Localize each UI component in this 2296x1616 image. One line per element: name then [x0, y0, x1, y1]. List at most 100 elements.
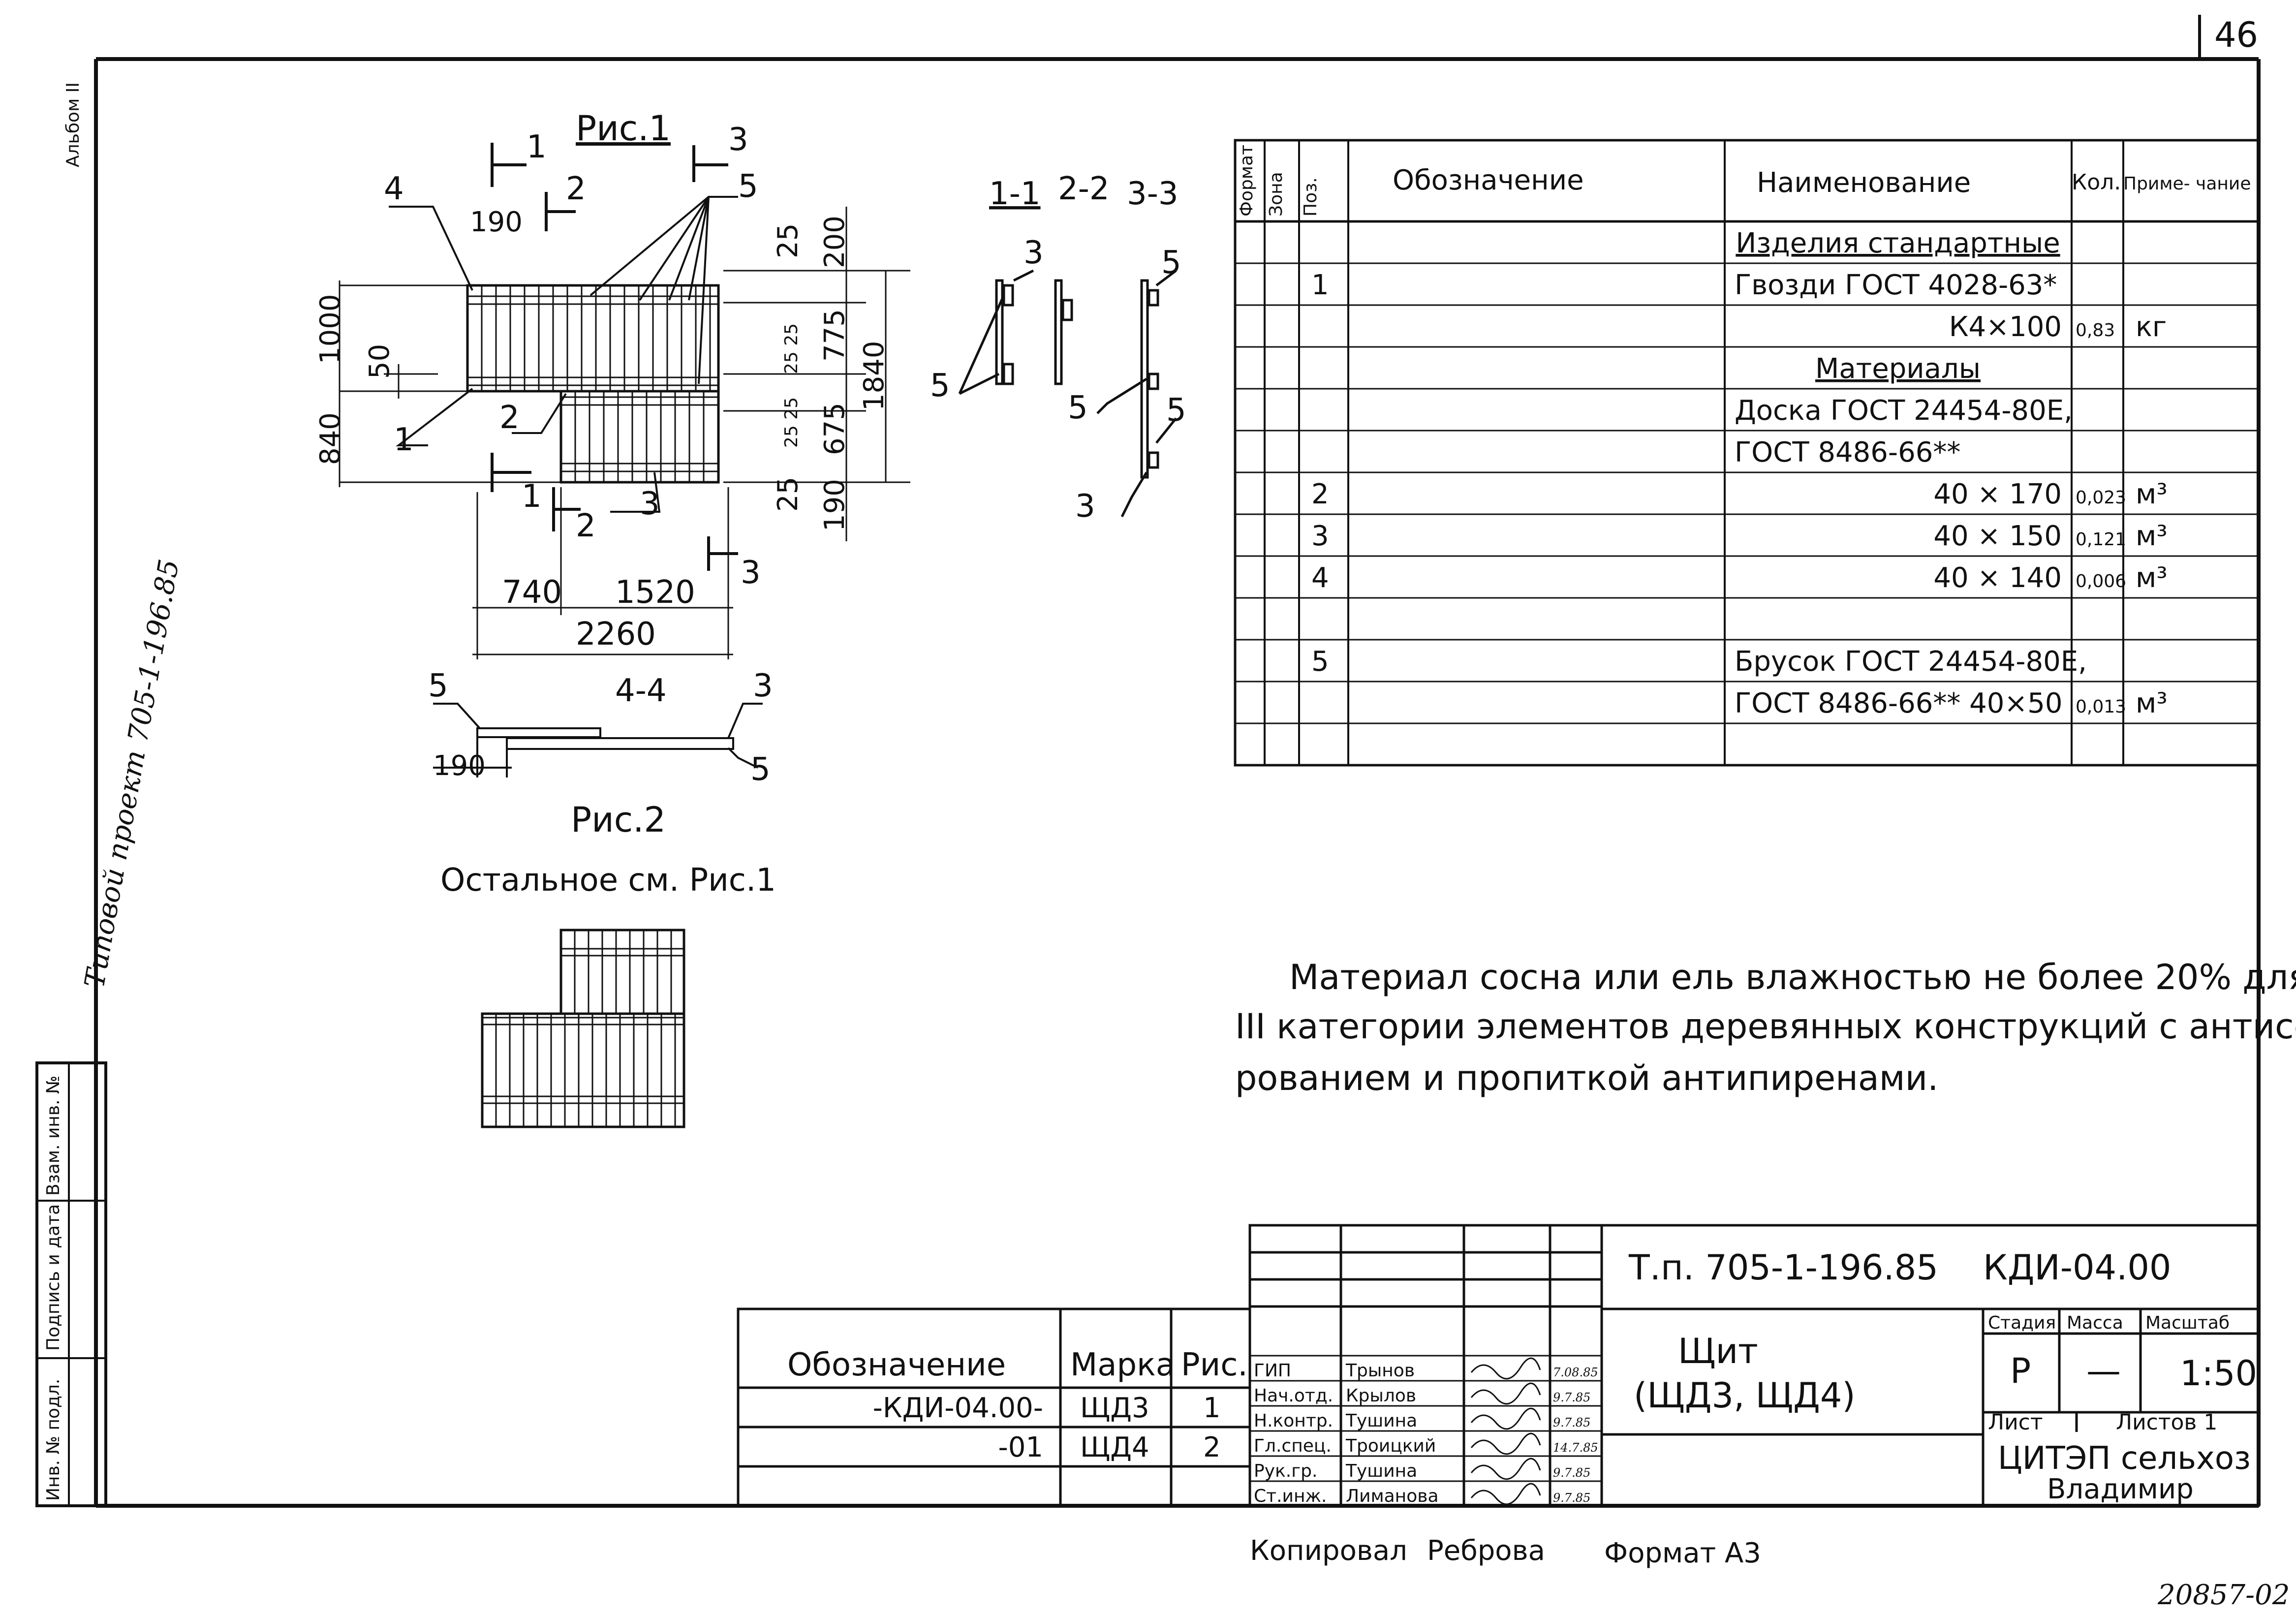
sec44-callout-5b: 5	[750, 751, 771, 788]
footer-code: 20857-02	[2157, 1579, 2290, 1611]
sec-callout-5d: 5	[1166, 392, 1186, 429]
tb-mass-label: Масса	[2067, 1313, 2123, 1333]
sig-name: Тушина	[1345, 1411, 1417, 1431]
callout-pos3: 3	[640, 486, 660, 522]
signature-scribble	[1470, 1458, 1541, 1480]
dim-2525-a: 25 25	[781, 323, 802, 374]
fig1-dimension-lines	[339, 207, 910, 659]
sections-drawing: 1-1 2-2 3-3 3 5 5 5 5 3	[930, 171, 1186, 525]
sec-callout-3b: 3	[1075, 488, 1095, 525]
spec-header-zone: Зона	[1266, 172, 1286, 217]
dim-25-b: 25	[772, 477, 804, 512]
spec-row: Изделия стандартные	[1736, 227, 2060, 259]
tb-mass: —	[2086, 1351, 2121, 1391]
material-note: Материал сосна или ель влажностью не бол…	[1235, 957, 2296, 1098]
copied-by: Реброва	[1427, 1535, 1545, 1567]
spec-qty: 0,023	[2076, 488, 2126, 508]
sig-name: Лиманова	[1346, 1486, 1439, 1506]
signature-row: Рук.гр. Тушина 9.7.85	[1254, 1458, 1590, 1481]
callout-sec2-top: 2	[566, 171, 586, 207]
spec-row: ГОСТ 8486-66** 40×50 0,013 м³	[1735, 687, 2168, 719]
section-1-1: 1-1	[989, 176, 1041, 212]
spec-row: ГОСТ 8486-66**	[1735, 436, 1960, 468]
spec-qty: 0,006	[2076, 571, 2126, 591]
left-stamp	[35, 1061, 107, 1507]
tb-sheets-label: Листов 1	[2116, 1410, 2217, 1435]
spec-table: Формат Зона Поз. Обозначение Наименовани…	[1234, 139, 2260, 767]
tb-org-line2: Владимир	[2047, 1473, 2194, 1505]
spec-note: м³	[2136, 687, 2168, 719]
note-line-2: III категории элементов деревянных конст…	[1235, 1006, 2296, 1047]
spec-qty: 0,013	[2076, 697, 2126, 717]
spec-header-name: Наименование	[1757, 167, 1971, 199]
fig1-drawing: Рис.1 1 2 3 1 2 3	[314, 108, 910, 659]
sig-name: Тушина	[1345, 1461, 1417, 1481]
section-4-4: 4-4	[615, 673, 667, 709]
spec-name: 40 × 150	[1933, 520, 2062, 552]
callout-sec1-bottom: 1	[522, 478, 542, 515]
dim-840: 840	[314, 412, 346, 465]
fig1-section-markers	[491, 143, 738, 571]
sec-callout-5c: 5	[1161, 245, 1181, 281]
spec-name: Гвозди ГОСТ 4028-63*	[1735, 269, 2057, 301]
sec-callout-3a: 3	[1024, 235, 1044, 271]
spec-name: Материалы	[1815, 353, 1981, 385]
sig-role: Рук.гр.	[1254, 1461, 1317, 1481]
sig-role: ГИП	[1254, 1361, 1291, 1381]
sig-name: Трынов	[1345, 1361, 1415, 1381]
note-line-3: рованием и пропиткой антипиренами.	[1235, 1058, 1938, 1098]
spec-qty: 0,83	[2076, 320, 2115, 341]
spec-name: Брусок ГОСТ 24454-80Е,	[1735, 646, 2087, 678]
variant-designation: -01	[998, 1431, 1043, 1463]
dim-200: 200	[819, 216, 851, 268]
section-3-3: 3-3	[1127, 176, 1179, 212]
spec-name: 40 × 170	[1933, 478, 2062, 510]
tb-subtitle: (ЩД3, ЩД4)	[1634, 1375, 1856, 1416]
sig-date: 14.7.85	[1553, 1441, 1598, 1455]
spec-header-format: Формат	[1237, 145, 1257, 217]
signature-scribble	[1470, 1407, 1541, 1430]
callout-pos2: 2	[499, 400, 520, 436]
sig-date: 9.7.85	[1553, 1491, 1590, 1505]
callout-pos5: 5	[738, 168, 758, 205]
spec-note: кг	[2136, 311, 2167, 343]
variant-designation: -КДИ-04.00-	[873, 1392, 1043, 1424]
fig1-label: Рис.1	[576, 108, 671, 149]
sig-date: 9.7.85	[1553, 1466, 1590, 1480]
sig-date: 7.08.85	[1553, 1366, 1598, 1379]
spec-row: 5 Брусок ГОСТ 24454-80Е,	[1311, 646, 2087, 678]
variants-header-mark: Марка	[1070, 1347, 1175, 1383]
spec-row: К4×100 0,83 кг	[1949, 311, 2167, 343]
spec-pos: 2	[1311, 478, 1329, 510]
spec-header-qty: Кол.	[2072, 170, 2121, 195]
sheet-number: 46	[2214, 15, 2258, 55]
sec-callout-5a: 5	[930, 368, 950, 404]
spec-name: Доска ГОСТ 24454-80Е,	[1735, 395, 2073, 427]
tb-sheet-label: Лист	[1988, 1410, 2043, 1435]
spec-name: К4×100	[1949, 311, 2062, 343]
variants-header-designation: Обозначение	[787, 1347, 1006, 1383]
fig1-leaders	[389, 196, 738, 513]
spec-header-pos: Поз.	[1301, 177, 1321, 217]
spec-pos: 5	[1311, 646, 1329, 678]
spec-row: Материалы	[1815, 353, 1981, 385]
dim-1000: 1000	[314, 294, 346, 364]
dim-190-top: 190	[470, 206, 523, 238]
callout-sec2-bottom: 2	[576, 508, 596, 544]
dim-1520: 1520	[615, 574, 695, 611]
tb-doc-code: КДИ-04.00	[1983, 1247, 2171, 1288]
spec-name: Изделия стандартные	[1736, 227, 2060, 259]
spec-pos: 1	[1311, 269, 1329, 301]
tb-stage: Р	[2010, 1351, 2031, 1391]
tb-scale: 1:50	[2180, 1353, 2257, 1394]
variant-fig: 2	[1203, 1431, 1221, 1463]
signature-row: ГИП Трынов 7.08.85	[1254, 1357, 1598, 1381]
spec-name: ГОСТ 8486-66** 40×50	[1735, 687, 2063, 719]
spec-note: м³	[2136, 478, 2168, 510]
spec-pos: 3	[1311, 520, 1329, 552]
